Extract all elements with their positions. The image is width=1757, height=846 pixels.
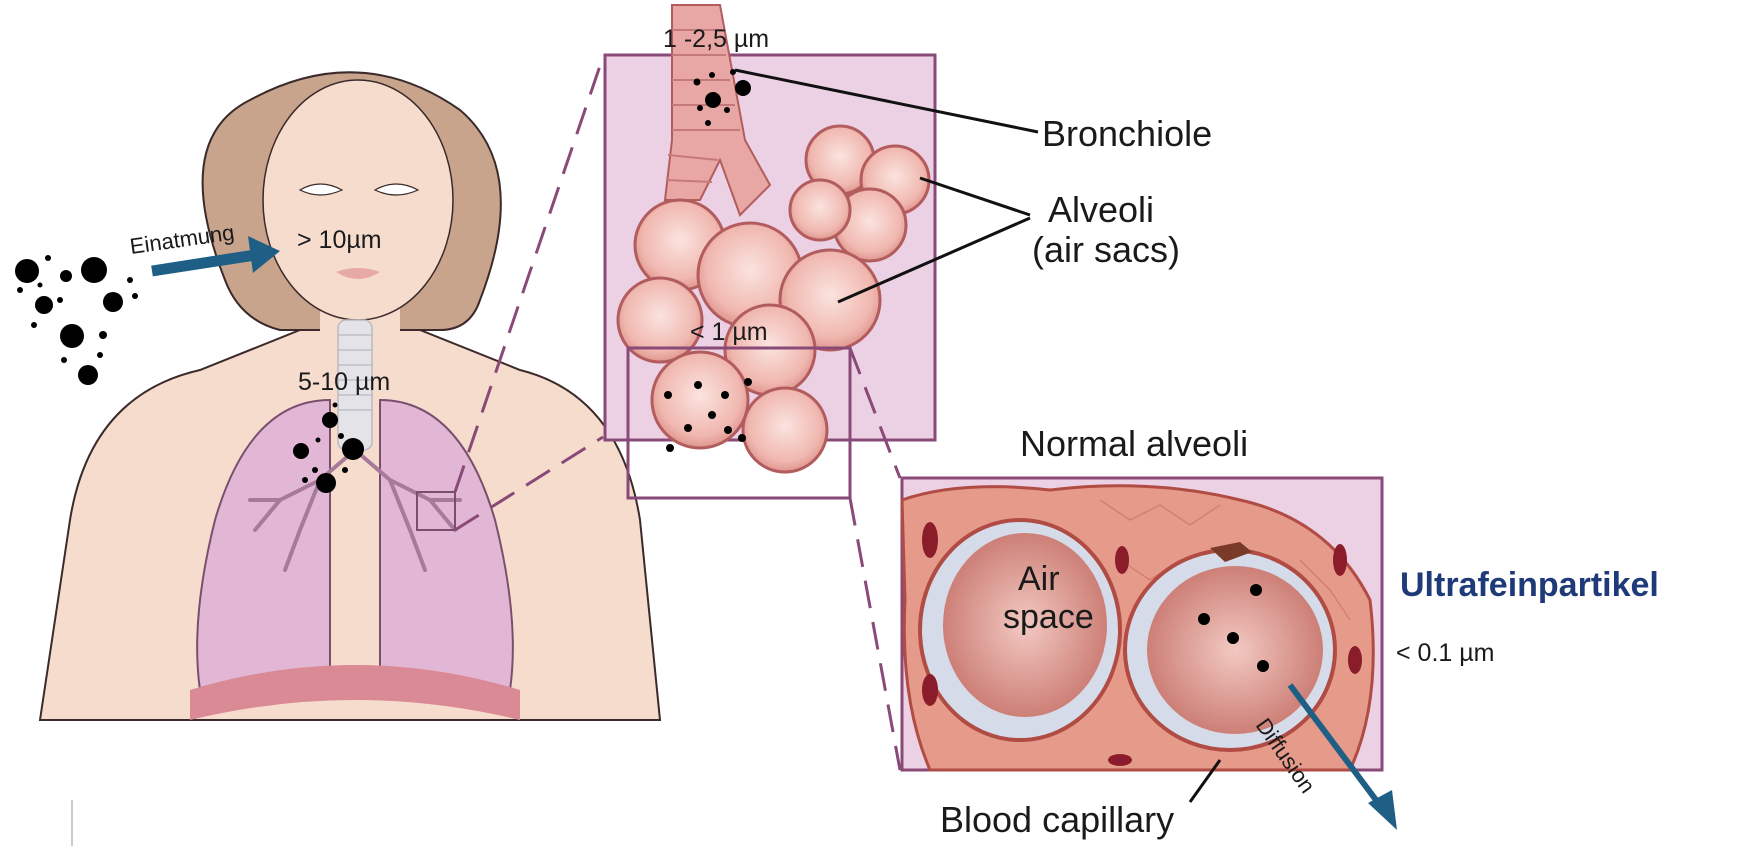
inhalation-size: > 10µm bbox=[297, 226, 382, 254]
inhaled-particles bbox=[15, 255, 138, 385]
alveoli-label-line1: Alveoli bbox=[1048, 189, 1154, 230]
throat-size: 5-10 µm bbox=[298, 368, 390, 396]
bronchiole-label: Bronchiole bbox=[1042, 113, 1212, 154]
air-space-label-line2: space bbox=[1003, 598, 1094, 636]
alveoli-size: < 1 µm bbox=[690, 318, 768, 346]
face bbox=[263, 80, 453, 320]
bronchiole-size: 1 -2,5 µm bbox=[663, 25, 769, 53]
person-figure bbox=[40, 72, 660, 720]
blood-capillary-label: Blood capillary bbox=[940, 799, 1174, 840]
ultrafine-size: < 0.1 µm bbox=[1396, 639, 1494, 667]
ultrafine-title: Ultrafeinpartikel bbox=[1400, 566, 1659, 604]
air-space-label-line1: Air bbox=[1018, 560, 1060, 598]
alveoli-label-line2: (air sacs) bbox=[1032, 229, 1180, 270]
air-space-right bbox=[1125, 550, 1335, 750]
normal-alveoli-title: Normal alveoli bbox=[1020, 423, 1248, 464]
